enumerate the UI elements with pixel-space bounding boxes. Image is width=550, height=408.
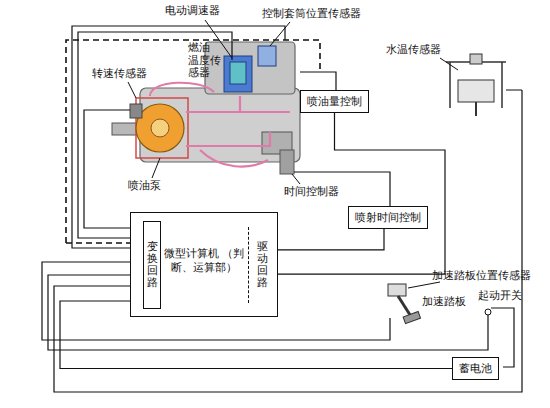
box-label: 喷射时间控制 xyxy=(355,211,421,224)
part-label: 控制套筒位置传感器 xyxy=(262,8,361,21)
converter-circuit: 变换回路 xyxy=(143,221,161,309)
circuit-name: 变换回路 xyxy=(147,241,158,289)
wire-connector xyxy=(275,113,445,274)
part-label: 水温传感器 xyxy=(386,44,441,57)
part-label: 燃油 温度传 感器 xyxy=(188,42,222,80)
part-label: 加速踏板 xyxy=(422,296,466,309)
dashed-enclosure xyxy=(66,242,130,244)
box-label: 喷油量控制 xyxy=(307,95,362,108)
box-label: 蓄电池 xyxy=(459,362,492,375)
part-label: 转速传感器 xyxy=(92,68,147,81)
control-box: 喷油量控制 xyxy=(300,90,369,113)
part-label: 喷油泵 xyxy=(128,180,161,193)
part-label: 起动开关 xyxy=(478,290,522,303)
driver-circuit: 驱动回路 xyxy=(248,227,275,303)
computer-box: 微型计算机 （判断、运算部）变换回路 驱动回路 xyxy=(130,212,278,317)
injection-pump xyxy=(112,42,300,174)
engine-cylinder xyxy=(446,54,522,116)
wire-connector xyxy=(275,229,384,250)
control-box: 喷射时间控制 xyxy=(348,206,428,229)
part-label: 电动调速器 xyxy=(165,5,220,18)
box-label: 微型计算机 （判断、运算部） xyxy=(161,247,247,276)
part-label: 加速踏板位置传感器 xyxy=(432,270,531,283)
battery-box: 蓄电池 xyxy=(452,357,499,380)
accelerator-pedal xyxy=(388,284,421,324)
start-switch xyxy=(485,309,491,315)
signal-wire xyxy=(42,26,522,392)
part-label: 时间控制器 xyxy=(284,186,339,199)
leader-line xyxy=(128,20,458,288)
circuit-name: 驱动回路 xyxy=(257,241,268,289)
